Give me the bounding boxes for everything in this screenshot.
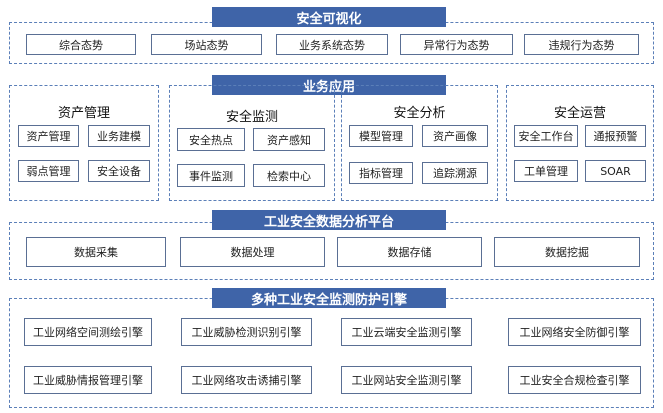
visualization-title: 安全可视化 bbox=[212, 7, 446, 27]
platform-item-process: 数据处理 bbox=[180, 237, 325, 267]
operation-item-4: SOAR bbox=[585, 160, 646, 182]
engine-item-5: 工业威胁情报管理引擎 bbox=[24, 366, 152, 394]
vis-item-abnormal-behavior: 异常行为态势 bbox=[400, 34, 513, 55]
group-monitor-frame bbox=[169, 85, 335, 201]
operation-item-3: 工单管理 bbox=[514, 160, 578, 182]
engine-item-7: 工业网站安全监测引擎 bbox=[341, 366, 472, 394]
platform-title: 工业安全数据分析平台 bbox=[212, 210, 446, 230]
engine-item-6: 工业网络攻击诱捕引擎 bbox=[181, 366, 312, 394]
analysis-item-2: 资产画像 bbox=[422, 125, 488, 147]
monitor-item-1: 安全热点 bbox=[177, 128, 245, 151]
engine-item-8: 工业安全合规检查引擎 bbox=[508, 366, 641, 394]
engine-item-2: 工业威胁检测识别引擎 bbox=[181, 318, 312, 346]
monitor-item-2: 资产感知 bbox=[253, 128, 325, 151]
operation-item-2: 通报预警 bbox=[585, 125, 646, 147]
platform-item-store: 数据存储 bbox=[337, 237, 482, 267]
group-asset-title: 资产管理 bbox=[57, 106, 110, 121]
platform-item-mine: 数据挖掘 bbox=[494, 237, 640, 267]
engine-item-3: 工业云端安全监测引擎 bbox=[341, 318, 472, 346]
monitor-item-3: 事件监测 bbox=[177, 164, 245, 187]
vis-item-station: 场站态势 bbox=[151, 34, 262, 55]
engine-item-4: 工业网络安全防御引擎 bbox=[508, 318, 641, 346]
operation-item-1: 安全工作台 bbox=[514, 125, 578, 147]
analysis-item-3: 指标管理 bbox=[349, 162, 413, 184]
analysis-item-1: 模型管理 bbox=[349, 125, 413, 147]
group-asset-frame bbox=[9, 85, 159, 201]
asset-item-1: 资产管理 bbox=[18, 125, 79, 147]
vis-item-business-system: 业务系统态势 bbox=[276, 34, 388, 55]
analysis-item-4: 追踪溯源 bbox=[422, 162, 488, 184]
monitor-item-4: 检索中心 bbox=[253, 164, 325, 187]
group-operation-title: 安全运营 bbox=[553, 106, 606, 121]
group-analysis-title: 安全分析 bbox=[393, 106, 446, 121]
group-analysis-frame bbox=[341, 85, 498, 201]
asset-item-2: 业务建模 bbox=[88, 125, 150, 147]
asset-item-3: 弱点管理 bbox=[18, 160, 79, 182]
vis-item-overall: 综合态势 bbox=[26, 34, 136, 55]
vis-item-violation-behavior: 违规行为态势 bbox=[524, 34, 639, 55]
group-monitor-title: 安全监测 bbox=[225, 110, 278, 125]
asset-item-4: 安全设备 bbox=[88, 160, 150, 182]
group-operation-frame bbox=[506, 85, 654, 201]
engine-item-1: 工业网络空间测绘引擎 bbox=[24, 318, 152, 346]
engines-title: 多种工业安全监测防护引擎 bbox=[212, 288, 446, 308]
platform-item-collect: 数据采集 bbox=[26, 237, 166, 267]
